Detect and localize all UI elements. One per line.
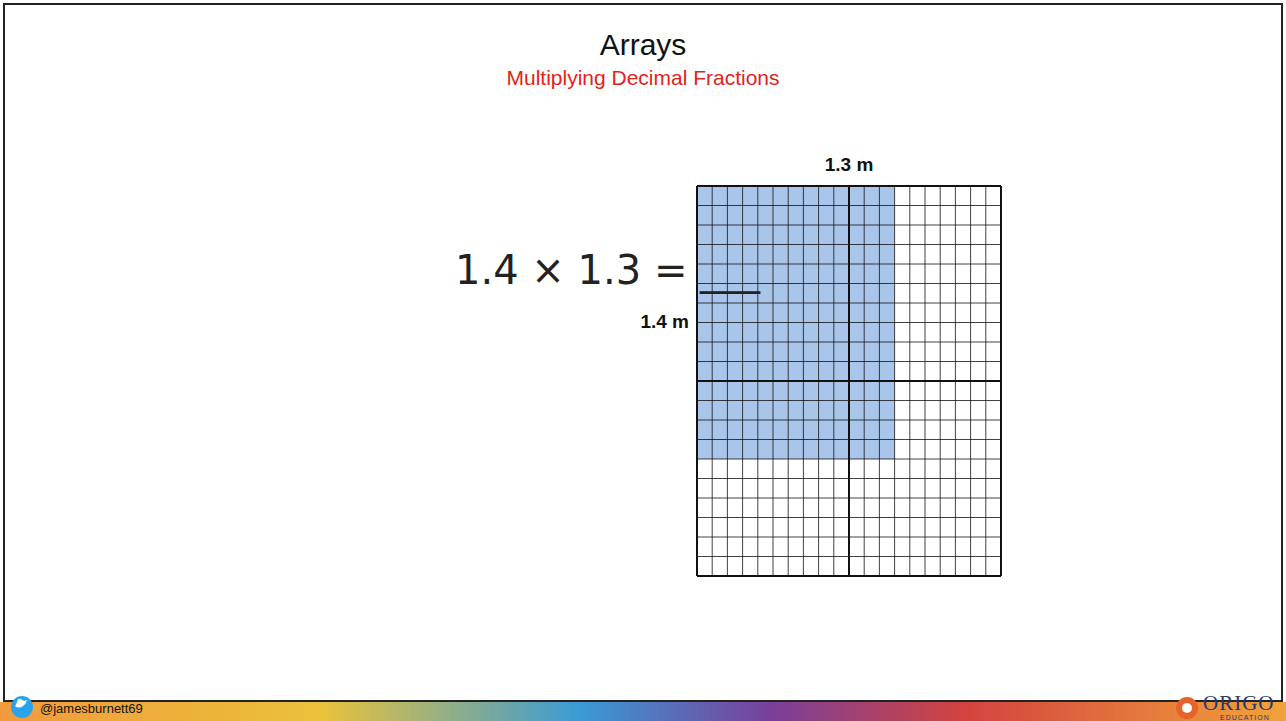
grid-line: [970, 186, 971, 576]
color-band: [0, 702, 1286, 721]
grid-line: [1000, 186, 1002, 576]
grid-line: [985, 186, 986, 576]
slide-border: [4, 4, 1282, 701]
decimal-grid: [697, 186, 1001, 576]
twitter-icon: [11, 696, 33, 718]
grid-line: [697, 537, 1001, 538]
grid-line: [697, 517, 1001, 518]
twitter-bird: [15, 699, 27, 708]
grid-line: [697, 556, 1001, 557]
brand-tagline: EDUCATION: [1220, 714, 1270, 721]
origo-logo-mark: [1176, 697, 1198, 719]
slide-subtitle: Multiplying Decimal Fractions: [506, 66, 779, 90]
grid-line: [697, 575, 1001, 577]
twitter-handle: @jamesburnett69: [40, 701, 143, 716]
dimension-label: 1.3 m: [825, 154, 874, 176]
equation: 1.4 × 1.3 = ___: [455, 247, 760, 293]
brand-name: ORIGO: [1203, 691, 1275, 716]
dimension-label: 1.4 m: [640, 311, 689, 333]
slide-title: Arrays: [600, 28, 687, 62]
